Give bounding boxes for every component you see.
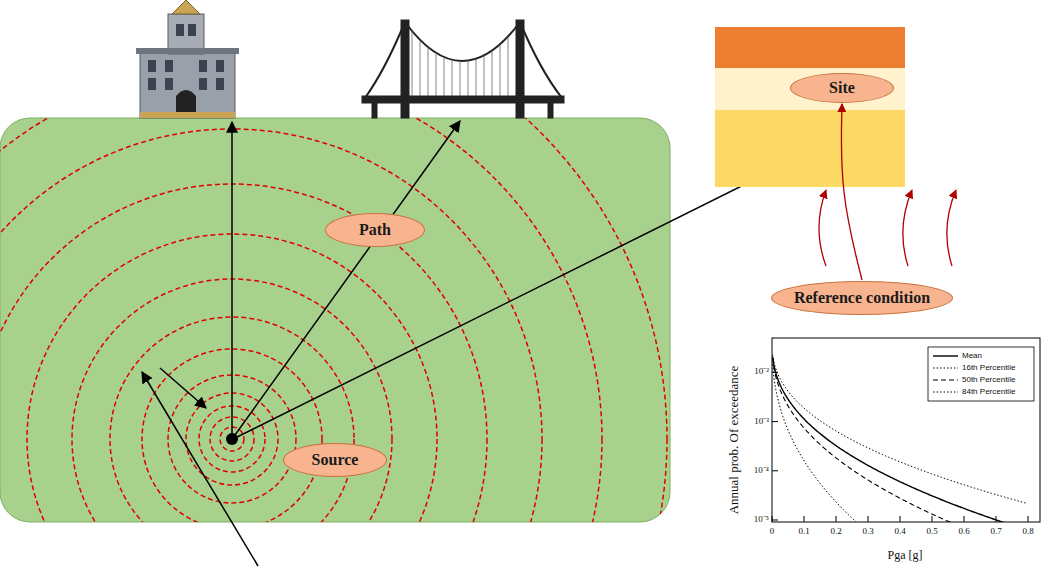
- oval-label: Source: [312, 451, 359, 469]
- axis-title: Pga [g]: [888, 549, 923, 562]
- tick-label: 10⁻⁴: [754, 466, 769, 476]
- incident-wave-arrow: [841, 104, 862, 280]
- legend-label: 84th Percentile: [962, 388, 1015, 396]
- oval-label: Reference condition: [794, 289, 930, 307]
- tick-label: 0.5: [926, 527, 937, 537]
- oval-label: Site: [829, 79, 855, 97]
- legend-label: Mean: [962, 352, 982, 360]
- ground: [0, 118, 670, 522]
- tick-label: 0.6: [958, 527, 969, 537]
- bridge-icon: [362, 20, 564, 118]
- fault-lines: [142, 368, 258, 566]
- wavefronts: [0, 118, 667, 522]
- tick-label: 0: [770, 527, 775, 537]
- wavefront-circle: [0, 184, 487, 522]
- building-icon: [136, 0, 239, 118]
- tick-label: 10⁻⁵: [754, 515, 769, 525]
- label-oval: Source: [283, 443, 387, 477]
- legend-sample: [933, 368, 958, 369]
- wavefront-circle: [0, 118, 667, 522]
- wavefront-circle: [0, 118, 602, 522]
- tick-label: 0.7: [990, 527, 1001, 537]
- legend-sample: [933, 392, 958, 393]
- tick-label: 10⁻²: [754, 367, 769, 377]
- tick-label: 0.3: [862, 527, 873, 537]
- tick-label: 0.1: [798, 527, 809, 537]
- hazard-curve-chart: [772, 338, 1040, 525]
- hazard-curve: [773, 355, 1028, 504]
- legend-label: 50th Percentile: [962, 376, 1015, 384]
- legend-label: 16th Percentile: [962, 364, 1015, 372]
- legend-sample: [933, 355, 958, 356]
- hypocenter-dot: [226, 433, 238, 445]
- tick-label: 0.2: [830, 527, 841, 537]
- label-oval: Path: [325, 213, 425, 247]
- axis-title: Annual prob. Of exceedance: [727, 366, 741, 515]
- oval-label: Path: [359, 221, 391, 239]
- tick-label: 0.8: [1022, 527, 1033, 537]
- legend-sample: [933, 379, 958, 380]
- label-oval: Reference condition: [771, 281, 953, 315]
- tick-label: 10⁻³: [754, 417, 769, 427]
- tick-label: 0.4: [894, 527, 905, 537]
- soil-column: [715, 27, 905, 187]
- incident-wave-arrows: [819, 190, 956, 266]
- label-oval: Site: [790, 73, 894, 103]
